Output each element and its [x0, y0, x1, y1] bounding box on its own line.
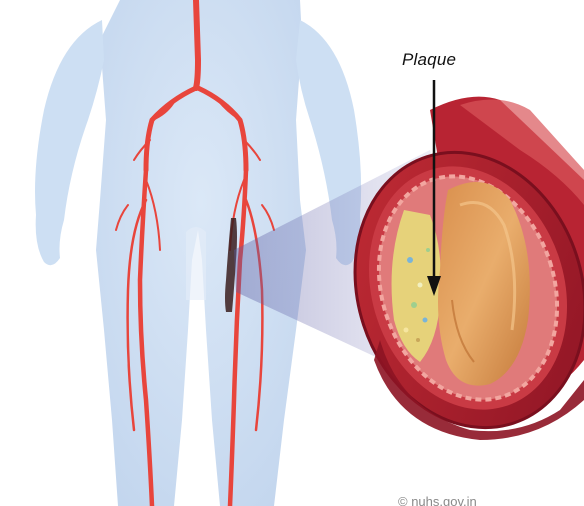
plaque-label: Plaque: [402, 50, 456, 70]
copyright-text: © nuhs.gov.in: [398, 494, 477, 506]
artery-cross-section: [320, 97, 584, 458]
